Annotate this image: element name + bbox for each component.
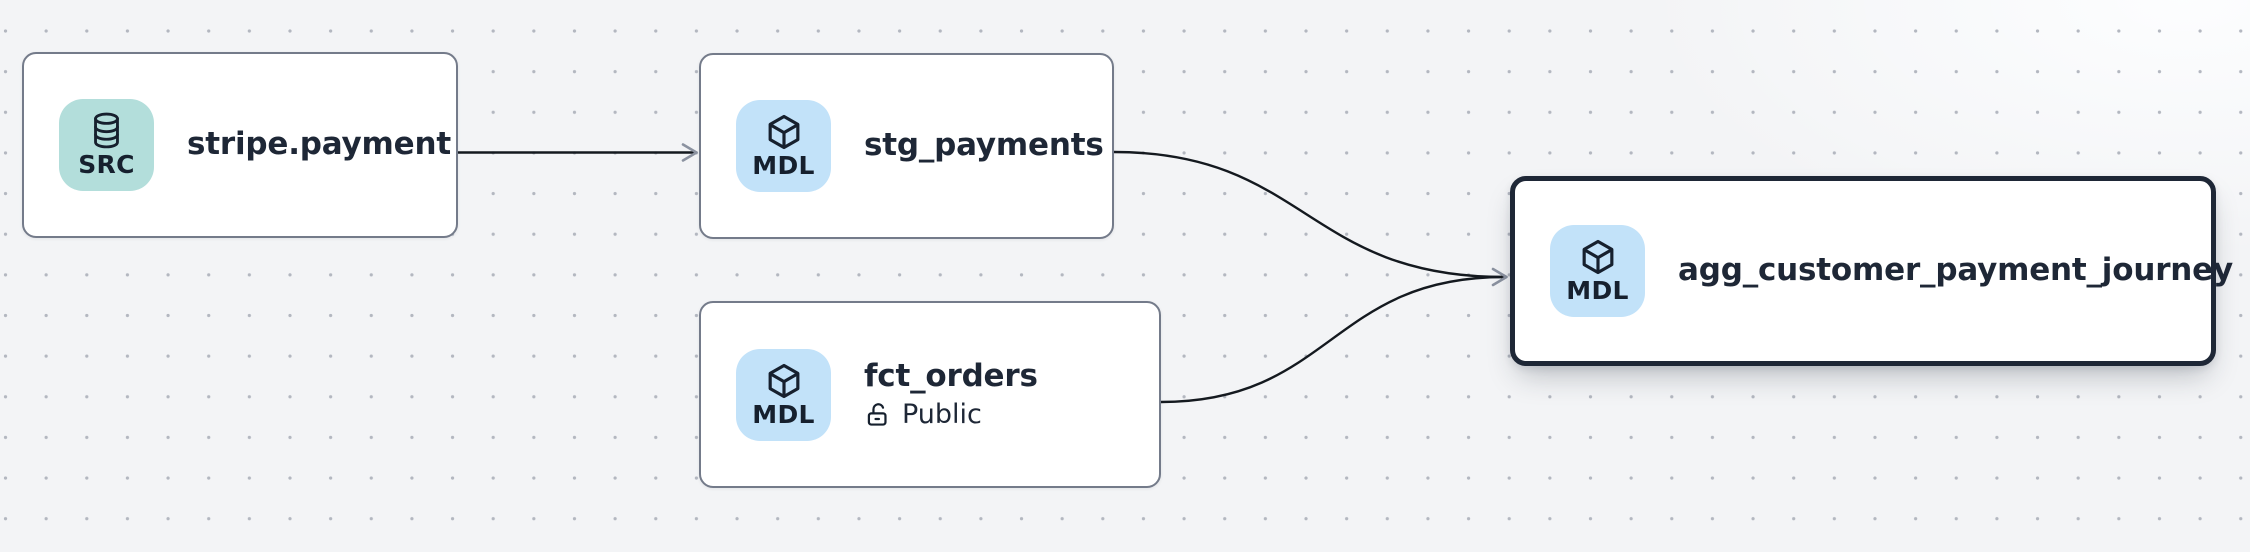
badge-label: SRC bbox=[78, 150, 135, 180]
arrowhead-icon bbox=[1491, 267, 1508, 287]
model-type-badge: MDL bbox=[736, 100, 831, 192]
badge-label: MDL bbox=[1566, 276, 1629, 306]
node-title: stripe.payment bbox=[187, 126, 451, 163]
access-label: Public bbox=[902, 398, 982, 430]
badge-label: MDL bbox=[752, 151, 815, 181]
node-agg-customer-payment-journey[interactable]: MDL agg_customer_payment_journey bbox=[1510, 176, 2233, 366]
node-stripe-payment[interactable]: SRC stripe.payment bbox=[22, 52, 458, 238]
badge-label: MDL bbox=[752, 399, 815, 429]
unlock-icon bbox=[867, 403, 887, 426]
node-title: agg_customer_payment_journey bbox=[1678, 252, 2233, 289]
model-type-badge: MDL bbox=[1550, 225, 1645, 317]
database-icon bbox=[94, 113, 119, 149]
access-level: Public bbox=[864, 400, 1038, 430]
cube-icon bbox=[1582, 240, 1613, 275]
arrowhead-icon bbox=[681, 143, 698, 162]
node-title: fct_orders bbox=[864, 358, 1038, 395]
edge-fct-orders-to-agg-customer-payment-journey bbox=[1160, 275, 1505, 404]
node-title: stg_payments bbox=[864, 127, 1104, 164]
edge-stg-payments-to-agg-customer-payment-journey bbox=[1113, 150, 1505, 279]
cube-icon bbox=[768, 363, 799, 398]
node-fct-orders[interactable]: MDL fct_orders Public bbox=[699, 301, 1161, 488]
node-stg-payments[interactable]: MDL stg_payments bbox=[699, 53, 1114, 239]
model-type-badge: MDL bbox=[736, 348, 831, 441]
cube-icon bbox=[768, 115, 799, 150]
source-type-badge: SRC bbox=[59, 99, 154, 191]
